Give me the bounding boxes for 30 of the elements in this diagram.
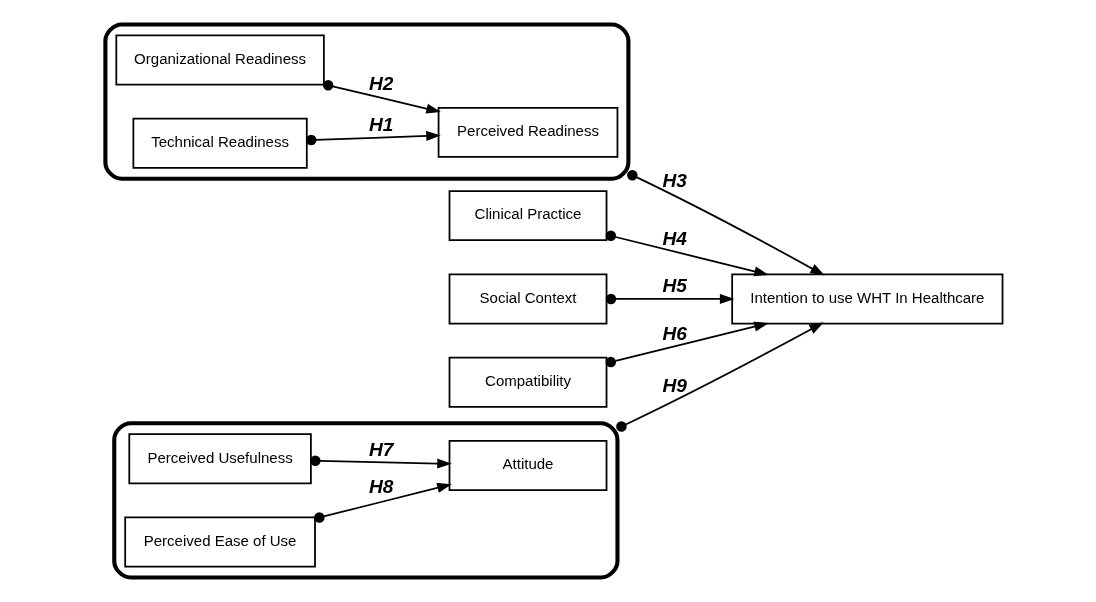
edge-label: H9 [662,375,687,397]
edge-label: H6 [662,323,687,345]
node-box: Attitude [448,440,607,491]
arrow [305,130,441,146]
arrow [605,230,769,277]
node-box: Perceived Readiness [437,106,618,158]
edge-label: H1 [368,114,393,136]
cluster [111,421,619,580]
node-box: Intention to use WHT In Healthcare [730,273,1003,325]
arrow [626,169,825,276]
arrow [605,293,734,305]
arrow [309,455,452,469]
node-box: Social Context [448,273,607,325]
node-box: Technical Readiness [132,117,308,169]
node-box: Clinical Practice [448,190,607,242]
node-box: Organizational Readiness [114,34,325,86]
edge-label: H8 [368,476,393,498]
arrow [322,80,441,114]
cluster [102,22,630,181]
edge-label: H7 [368,439,393,461]
arrow [605,321,769,368]
arrow [313,482,452,523]
node-box: Compatibility [448,356,607,408]
edge-label: H4 [662,227,687,249]
arrow [615,322,824,432]
node-box: Perceived Ease of Use [123,516,316,568]
edge-label: H3 [662,170,687,192]
edge-label: H2 [368,73,393,95]
node-box: Perceived Usefulness [127,433,312,485]
edge-label: H5 [662,275,687,297]
